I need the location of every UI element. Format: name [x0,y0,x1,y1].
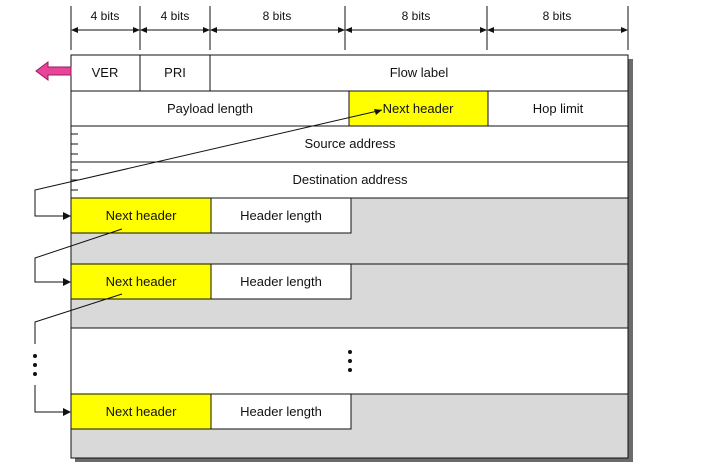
ext1-header-length-field [210,197,352,234]
ext2-header-length-field [210,263,352,300]
ext2-next-header-label: Next header [106,274,177,289]
next-header-connectors [34,109,383,413]
ver-field [70,54,141,92]
hop-limit-field [487,90,629,127]
ext3-header-length-field [210,393,352,430]
payload-length-label: Payload length [167,101,253,116]
pri-field [139,54,211,92]
left-ellipsis-dots [33,354,37,376]
bit-label-flow-3: 8 bits [543,9,572,23]
bit-label-pri: 4 bits [161,9,190,23]
ext2-next-header-field [70,263,212,300]
ext3-next-header-label: Next header [106,404,177,419]
bit-label-flow-1: 8 bits [263,9,292,23]
ver-label: VER [92,65,119,80]
flow-label-text: Flow label [390,65,449,80]
bit-ruler-arrowheads [71,27,628,33]
destination-address-label: Destination address [293,172,408,187]
bit-label-flow-2: 8 bits [402,9,431,23]
ext1-next-header-field [70,197,212,234]
ellipsis-dots [348,350,352,372]
address-tick-marks [71,133,78,191]
connector-arrowheads [63,109,382,416]
base-next-header-label: Next header [383,101,454,116]
bit-label-ver: 4 bits [91,9,120,23]
ext2-header-length-label: Header length [240,274,322,289]
pink-left-arrow-icon [35,61,72,81]
payload-length-field [70,90,350,127]
bit-ruler [70,6,629,50]
pri-label: PRI [164,65,186,80]
source-address-field [70,125,629,163]
hop-limit-label: Hop limit [533,101,584,116]
ext1-next-header-label: Next header [106,208,177,223]
destination-address-field [70,161,629,199]
ext3-header-length-label: Header length [240,404,322,419]
ext1-header-length-label: Header length [240,208,322,223]
flow-label-field [209,54,629,92]
source-address-label: Source address [304,136,396,151]
